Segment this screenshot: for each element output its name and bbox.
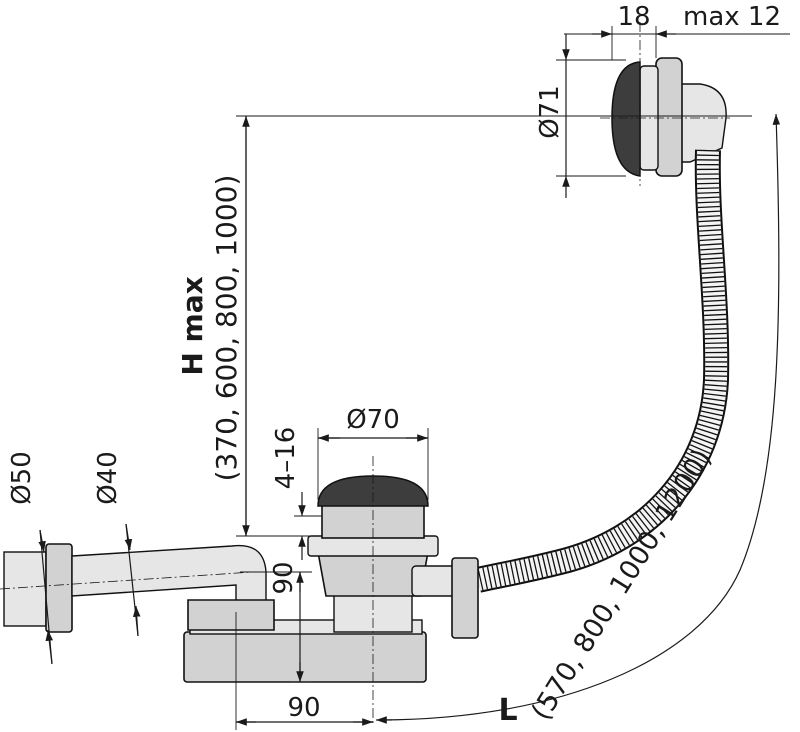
dim-d70: Ø70 bbox=[317, 405, 429, 500]
dim-4-16: 4–16 bbox=[271, 427, 322, 560]
dim-max12-label: max 12 bbox=[683, 2, 781, 32]
dim-d71: Ø71 bbox=[535, 34, 626, 198]
dim-18-label: 18 bbox=[617, 2, 650, 32]
h-max-values: (370, 600, 800, 1000) bbox=[210, 175, 243, 482]
hose-ribs bbox=[475, 149, 728, 591]
overflow-cap bbox=[611, 61, 641, 177]
dim-d40: Ø40 bbox=[93, 451, 141, 637]
dim-l-arc bbox=[377, 113, 781, 721]
drain-side-outlet bbox=[411, 565, 457, 597]
drain-base-plate bbox=[183, 631, 427, 683]
dim-4-16-label: 4–16 bbox=[271, 427, 301, 490]
dim-d50: Ø50 bbox=[7, 451, 54, 665]
dim-90-horizontal-label: 90 bbox=[287, 693, 320, 723]
dim-h-max: H max (370, 600, 800, 1000) bbox=[176, 115, 752, 537]
overflow-flange bbox=[655, 57, 683, 177]
l-label: L bbox=[498, 693, 517, 728]
centerlines bbox=[0, 22, 730, 726]
outlet-pipe-collar bbox=[45, 543, 73, 633]
dim-d50-label: Ø50 bbox=[7, 451, 37, 505]
dim-90-horizontal: 90 bbox=[235, 612, 373, 730]
outlet-centerline bbox=[0, 571, 253, 590]
dim-18-max12: 18 max 12 bbox=[564, 2, 790, 60]
trap-nut bbox=[187, 599, 275, 631]
overflow-assembly bbox=[611, 57, 727, 177]
hose-coupling-nut bbox=[451, 557, 479, 639]
dim-90-vertical: 90 bbox=[240, 561, 312, 683]
flexible-hose bbox=[475, 149, 730, 593]
dim-d71-label: Ø71 bbox=[535, 85, 565, 139]
dim-90-vertical-label: 90 bbox=[269, 561, 299, 594]
l-values: (570, 800, 1000, 1200) bbox=[526, 444, 718, 726]
dim-d70-label: Ø70 bbox=[346, 405, 400, 435]
outlet-pipe-d50-section bbox=[3, 551, 47, 627]
h-max-label: H max bbox=[176, 276, 209, 375]
dim-d40-label: Ø40 bbox=[93, 451, 123, 505]
